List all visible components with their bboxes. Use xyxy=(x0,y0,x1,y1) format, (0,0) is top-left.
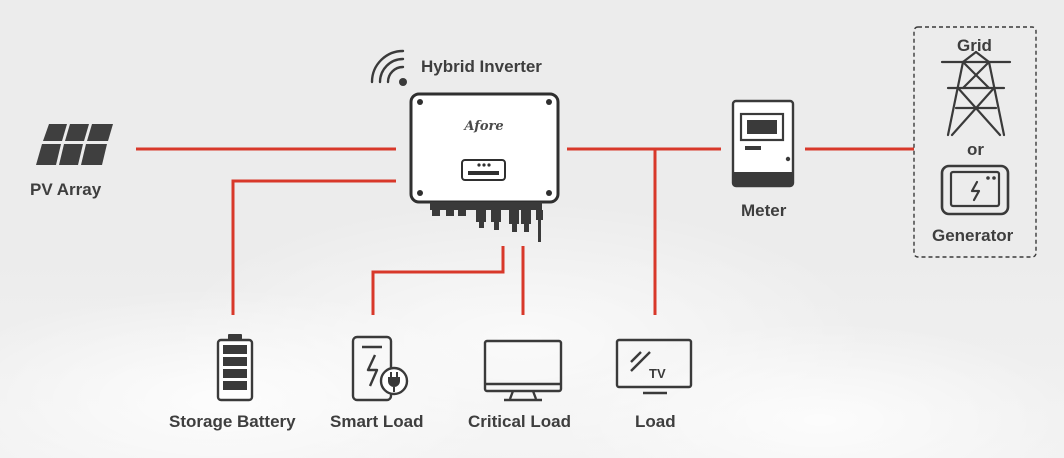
or-label: or xyxy=(967,140,984,159)
hybrid-inverter-unit xyxy=(409,92,560,242)
load-label: Load xyxy=(635,412,676,431)
meter-label: Meter xyxy=(741,201,787,220)
pv-array-label: PV Array xyxy=(30,180,102,199)
smart-plug-icon xyxy=(351,335,409,402)
solar-panel-icon xyxy=(36,124,113,165)
smart-load-label: Smart Load xyxy=(330,412,424,431)
critical-load-label: Critical Load xyxy=(468,412,571,431)
line-battery-to-inverter xyxy=(231,179,396,315)
battery-icon xyxy=(216,334,254,402)
monitor-icon xyxy=(483,339,563,402)
inverter-brand-logo: Afore xyxy=(462,119,503,134)
generator-icon xyxy=(940,164,1010,216)
grid-generator-box xyxy=(913,26,1037,258)
connection-lines xyxy=(136,147,914,315)
inverter-label: Hybrid Inverter xyxy=(421,57,542,76)
line-smart-load xyxy=(371,246,505,315)
storage-battery-label: Storage Battery xyxy=(169,412,296,431)
wifi-signal-icon xyxy=(370,49,407,86)
generator-label: Generator xyxy=(932,226,1014,245)
tv-icon xyxy=(615,338,693,395)
transmission-tower-icon xyxy=(940,50,1012,137)
grid-label: Grid xyxy=(957,36,992,55)
inverter-display xyxy=(461,159,506,181)
tv-icon-label: TV xyxy=(649,366,666,381)
energy-meter-icon xyxy=(731,99,795,188)
